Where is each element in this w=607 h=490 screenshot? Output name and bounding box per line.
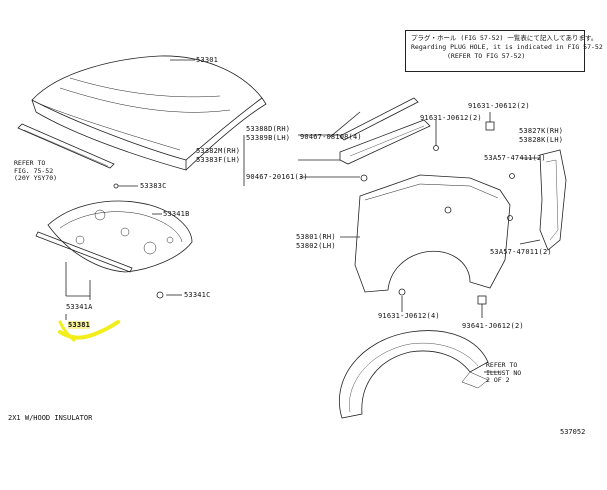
label-bolt-top-1[interactable]: 91631-J0612(2) [468,102,530,110]
right-reference-note: REFER TO ILLUST NO 2 OF 2 [486,361,522,384]
label-insulator[interactable]: 53341B [163,210,190,218]
label-bracket-lh[interactable]: 53383F(LH) [196,156,241,164]
left-reference-note: REFER TO FIG. 75-52 (20Y YSY70) [14,159,58,182]
label-screw-b[interactable]: 90467-20161(3) [246,173,308,181]
label-seal-rh[interactable]: 53388D(RH) [246,125,291,133]
front-fender [354,174,511,293]
label-panel-rh[interactable]: 53827K(RH) [519,127,564,135]
label-fender-lh[interactable]: 53802(LH) [296,242,336,250]
fender-bracket [339,119,431,165]
note-line-1: プラグ・ホール (FIG 57-52) 一覧表にて記入してあります。 [411,34,598,42]
label-clip-c[interactable]: 53341C [184,291,211,299]
hood-seal-strip [17,123,115,169]
label-nut-b[interactable]: 53A57-47011(2) [490,248,552,256]
fender-side-panel [539,149,567,251]
page-code: 537052 [560,428,586,436]
hood-panel [31,55,267,171]
diagram-caption: 2X1 W/HOOD INSULATOR [8,414,93,422]
label-screw-a[interactable]: 90467-08108(4) [300,133,362,141]
label-fender-rh[interactable]: 53801(RH) [296,233,336,241]
label-bolt-bottom-2[interactable]: 93641-J0612(2) [462,322,524,330]
label-hood-seal[interactable]: 53383C [140,182,167,190]
label-nut-a[interactable]: 53A57-47411(2) [484,154,546,162]
label-panel-lh[interactable]: 53828K(LH) [519,136,564,144]
label-clip-a[interactable]: 53341A [66,303,93,311]
fender-liner [338,330,489,419]
label-hood[interactable]: 53301 [196,56,219,64]
label-bolt-top-2[interactable]: 91631-J0612(2) [420,114,482,122]
insulator-seal-strip [35,231,133,273]
note-line-3: (REFER TO FIG 57-52) [447,52,526,60]
label-bracket-rh[interactable]: 53382M(RH) [196,147,241,155]
fender-seal-rh [339,97,419,141]
label-seal-lh[interactable]: 53389B(LH) [246,134,291,142]
hood-insulator [47,200,193,273]
note-line-2: Regarding PLUG HOLE, it is indicated in … [411,43,603,51]
instruction-note: プラグ・ホール (FIG 57-52) 一覧表にて記入してあります。 Regar… [405,30,603,72]
label-highlighted-part[interactable]: 53381 [68,321,91,329]
label-bolt-bottom[interactable]: 91631-J0612(4) [378,312,440,320]
